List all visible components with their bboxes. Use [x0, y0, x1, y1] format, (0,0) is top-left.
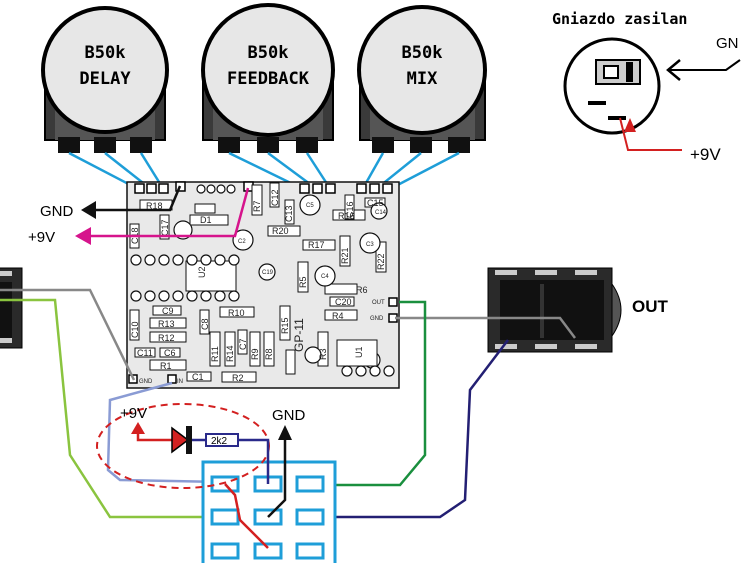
pad-gnd-label: GND: [139, 379, 153, 385]
label-c6: C6: [164, 348, 176, 358]
pot-feedback: B50k FEEDBACK: [201, 3, 335, 153]
label-r9: R9: [250, 348, 260, 360]
pad-gnd2-label: GND: [370, 316, 384, 322]
label-r8: R8: [264, 348, 274, 360]
label-r10: R10: [228, 308, 245, 318]
label-r17: R17: [308, 240, 325, 250]
label-c9: C9: [162, 306, 174, 316]
label-c4: C4: [321, 274, 329, 280]
label-c20: C20: [335, 297, 352, 307]
pot-mix: B50k MIX: [357, 5, 487, 153]
resistor-2k2-label: 2k2: [211, 436, 228, 447]
board-name: GP-11: [292, 318, 306, 352]
label-r6: R6: [356, 285, 368, 295]
label-r20: R20: [272, 226, 289, 236]
pot-delay: B50k DELAY: [41, 6, 169, 153]
label-c15: C15: [367, 198, 384, 208]
label-r5: R5: [298, 276, 308, 288]
label-c14: C14: [375, 210, 387, 216]
power-jack-gnd-label: GN: [716, 35, 739, 52]
label-r16: R16: [338, 211, 355, 221]
power-jack-title: Gniazdo zasilan: [552, 10, 687, 28]
label-c17: C17: [160, 219, 170, 236]
label-r2: R2: [232, 373, 244, 383]
pad-in-label: IN: [177, 379, 183, 385]
label-r11: R11: [210, 346, 220, 362]
signal-wires: [0, 288, 576, 519]
footswitch: GND: [201, 407, 337, 563]
power-jack-plus-label: +9V: [690, 145, 721, 164]
left-power-labels: GND +9V: [28, 185, 250, 246]
pot-mix-name: MIX: [407, 69, 438, 89]
input-jack: [0, 267, 23, 349]
label-r12: R12: [158, 333, 175, 343]
label-c19: C19: [262, 270, 274, 276]
label-r3: R3: [318, 348, 328, 360]
pcb-board: U2 U1 R18 D1 C12 C13 C16 C15 R16 R7 R17 …: [126, 181, 400, 389]
label-c13: C13: [284, 205, 294, 222]
output-jack-label: OUT: [632, 297, 669, 316]
label-r13: R13: [158, 319, 175, 329]
left-plus9v-label: +9V: [28, 229, 55, 246]
led-circuit: +9V 2k2: [96, 403, 270, 489]
pad-out-label: OUT: [372, 300, 385, 306]
left-gnd-arrow: [81, 201, 96, 219]
power-jack: Gniazdo zasilan GN +9V: [552, 10, 741, 164]
label-r22: R22: [376, 253, 386, 270]
label-c7: C7: [238, 338, 248, 350]
label-r7: R7: [252, 200, 262, 212]
label-c16: C16: [345, 201, 355, 218]
label-c8: C8: [200, 318, 210, 330]
label-c2: C2: [238, 239, 246, 245]
left-gnd-label: GND: [40, 203, 74, 220]
output-jack: OUT: [487, 267, 669, 353]
ic-u1-label: U1: [354, 346, 364, 358]
label-c5: C5: [306, 203, 314, 209]
pot-mix-value: B50k: [402, 43, 443, 63]
label-c11: C11: [137, 348, 153, 358]
label-r1: R1: [160, 361, 172, 371]
left-plus9v-arrow: [75, 227, 91, 245]
label-c12: C12: [270, 189, 280, 206]
pot-delay-name: DELAY: [79, 69, 131, 89]
label-c1: C1: [192, 372, 204, 382]
label-r14: R14: [225, 345, 235, 362]
bottom-gnd-label: GND: [272, 407, 306, 424]
label-r21: R21: [340, 247, 350, 264]
led-diode: [171, 426, 190, 454]
pot-feedback-value: B50k: [248, 43, 289, 63]
label-d1: D1: [200, 215, 212, 225]
label-c10: C10: [130, 321, 140, 338]
label-r15: R15: [280, 317, 290, 334]
label-r18: R18: [146, 201, 163, 211]
ic-u2-label: U2: [197, 266, 207, 278]
pot-delay-value: B50k: [85, 43, 126, 63]
pot-feedback-name: FEEDBACK: [227, 69, 310, 89]
label-c3: C3: [366, 242, 374, 248]
label-r4: R4: [332, 311, 344, 321]
bottom-plus9v-label: +9V: [120, 405, 147, 422]
